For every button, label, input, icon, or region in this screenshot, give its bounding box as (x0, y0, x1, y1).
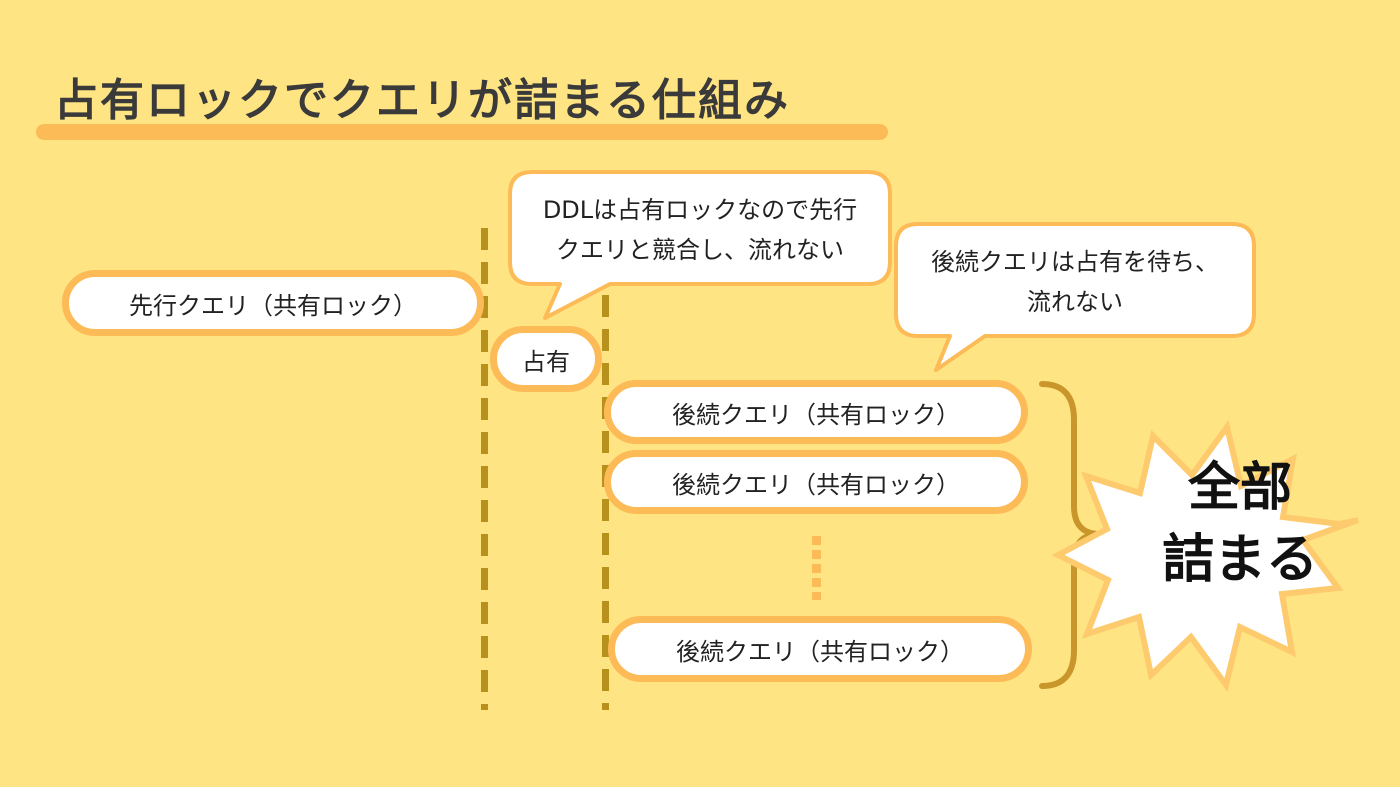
subsequent-query-pill-1: 後続クエリ（共有ロック） (604, 380, 1028, 444)
page-title: 占有ロックでクエリが詰まる仕組み (54, 75, 790, 126)
exclusive-lock-pill: 占有 (490, 326, 602, 392)
subsequent-query-pill-3: 後続クエリ（共有ロック） (608, 616, 1032, 682)
follow-bubble-shape (894, 222, 1256, 372)
title-underline (36, 124, 888, 140)
timeline-line-left (481, 228, 488, 710)
subsequent-query-pill-2: 後続クエリ（共有ロック） (604, 450, 1028, 514)
ddl-bubble-line2: クエリと競合し、流れない (556, 236, 844, 264)
ddl-bubble-text: DDLは占有ロックなので先行 クエリと競合し、流れない (510, 190, 890, 270)
follow-bubble-line2: 流れない (1027, 288, 1123, 316)
burst-line1: 全部 (1187, 458, 1292, 518)
ellipsis-dots (812, 536, 821, 600)
preceding-query-pill: 先行クエリ（共有ロック） (62, 270, 484, 336)
timeline-line-right (602, 295, 609, 710)
burst-line2: 詰まる (1161, 530, 1318, 590)
follow-bubble-text: 後続クエリは占有を待ち、 流れない (896, 242, 1254, 322)
follow-bubble-line1: 後続クエリは占有を待ち、 (931, 248, 1219, 276)
ddl-bubble-shape (508, 170, 892, 320)
burst-text: 全部 詰まる (1150, 452, 1330, 596)
burst-shape (1051, 419, 1360, 693)
title-area: 占有ロックでクエリが詰まる仕組み (36, 58, 888, 144)
ddl-bubble-line1: DDLは占有ロックなので先行 (542, 196, 858, 224)
